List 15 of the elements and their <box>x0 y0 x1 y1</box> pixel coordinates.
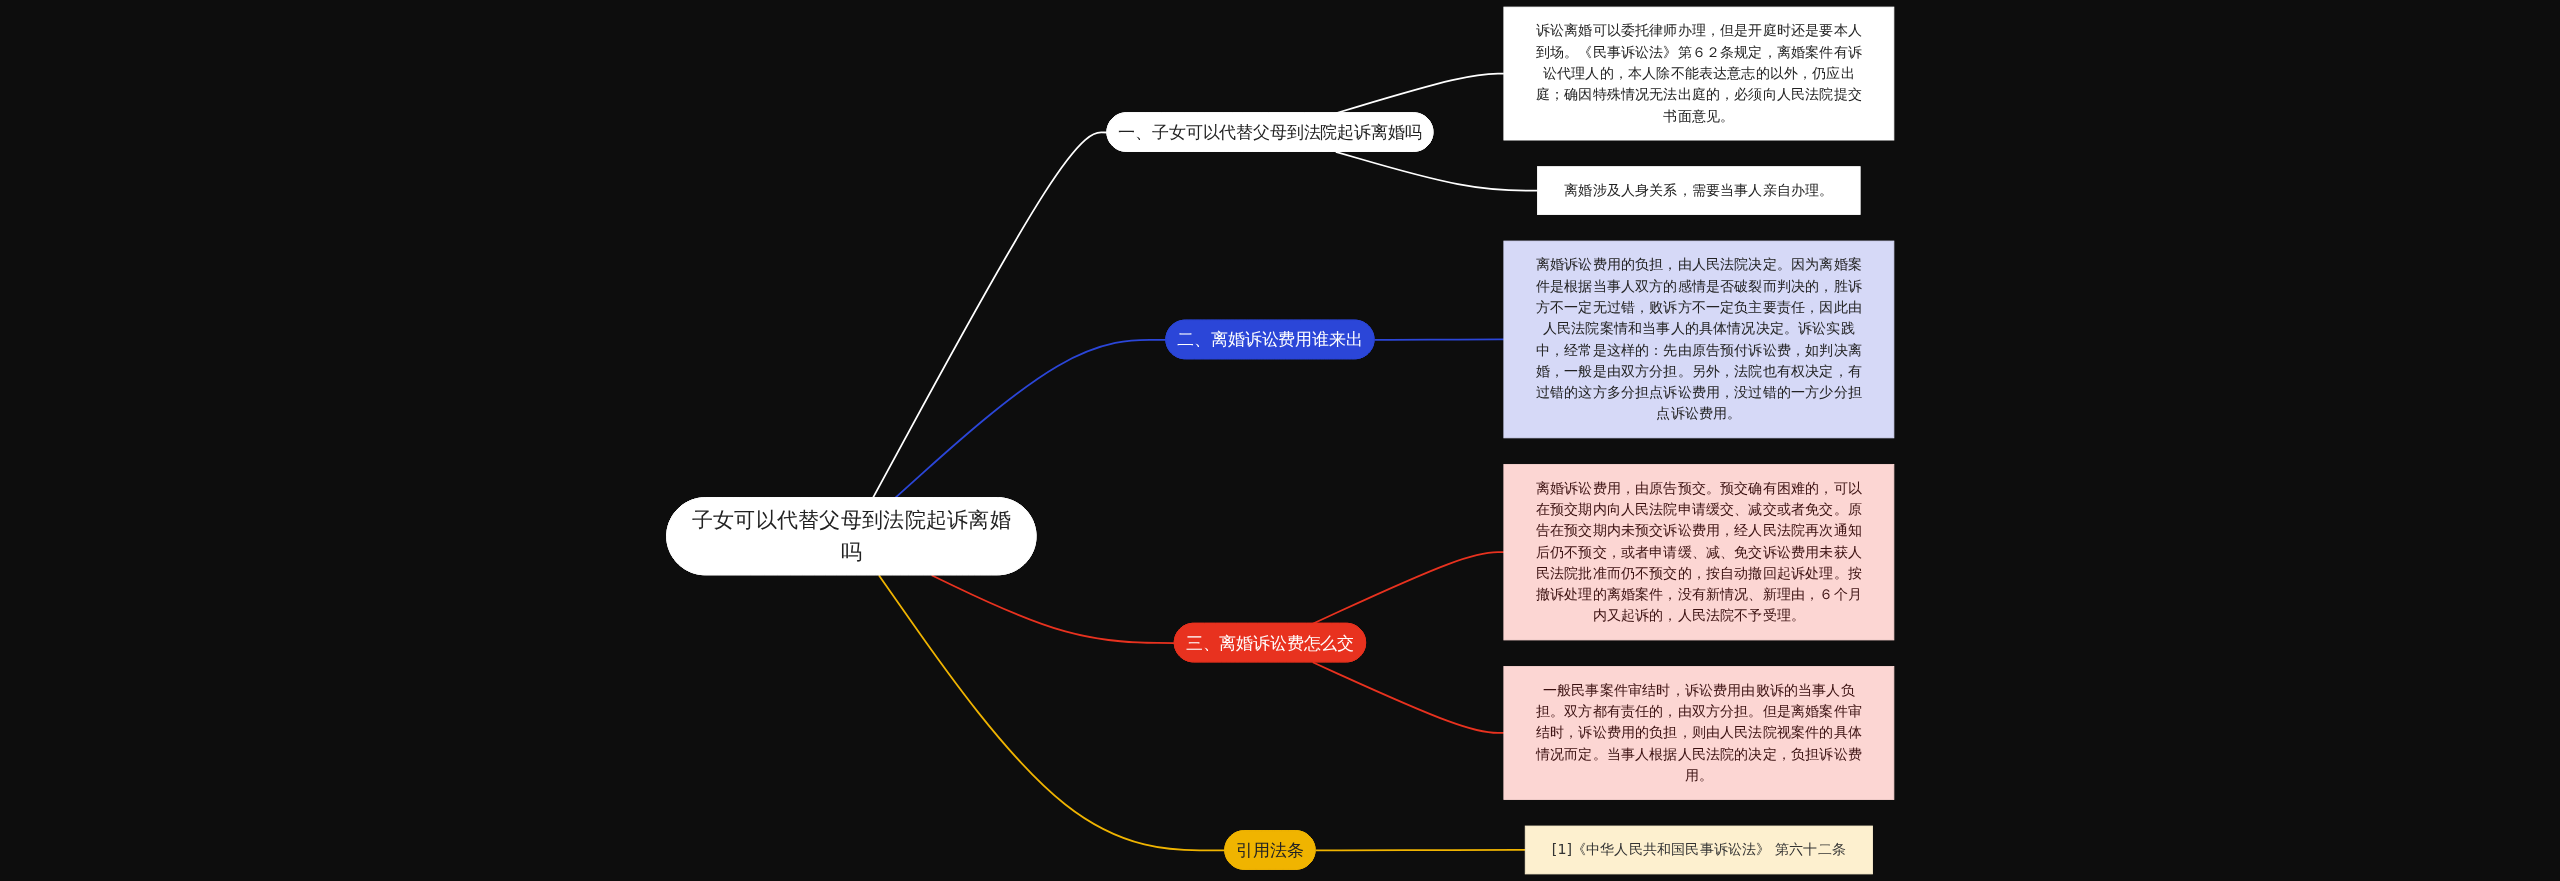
connector <box>871 131 1108 499</box>
node-box: [1]《中华人民共和国民事诉讼法》 第六十二条 <box>1524 825 1873 875</box>
node-box: 离婚涉及人身关系，需要当事人亲自办理。 <box>1536 166 1861 215</box>
node-box: 一般民事案件审结时，诉讼费用由败诉的当事人负担。双方都有责任的，由双方分担。但是离婚案件审结时，诉讼费用的负担，则由人民法院视案件的具体情况而定。当事人根据人民法院的决定，负担诉讼费用。 <box>1503 666 1894 800</box>
node-box: 离婚诉讼费用的负担，由人民法院决定。因为离婚案件是根据当事人双方的感情是否破裂而判决的，胜诉方不一定无过错，败诉方不一定负主要责任，因此由人民法院案情和当事人的具体情况决定。诉讼实践中，经常是这样的：先由原告预付诉讼费，如判决离婚，一般是由双方分担。另外，法院也有权决定，有过错的这方多分担点诉讼费用，没过错的一方少分担点诉讼费用。 <box>1503 240 1894 439</box>
connector <box>1373 338 1505 341</box>
connector <box>1311 551 1505 625</box>
connector <box>1334 150 1539 192</box>
connector <box>1311 661 1505 734</box>
connector <box>1314 849 1526 852</box>
connector <box>893 338 1167 499</box>
node-box: 诉讼离婚可以委托律师办理，但是开庭时还是要本人到场。《民事诉讼法》第６２条规定，离婚案件有诉讼代理人的，本人除不能表达意志的以外，仍应出庭；确因特殊情况无法出庭的，必须向人民法院提交书面意见。 <box>1503 6 1894 141</box>
connector <box>930 574 1176 644</box>
node-box: 离婚诉讼费用，由原告预交。预交确有困难的，可以在预交期内向人民法院申请缓交、减交或者免交。原告在预交期内未预交诉讼费用，经人民法院再次通知后仍不预交，或者申请缓、减、免交诉讼费用未获人民法院批准而仍不预交的，按自动撤回起诉处理。按撤诉处理的离婚案件，没有新情况、新理由，６个月内又起诉的，人民法院不予受理。 <box>1503 464 1894 641</box>
connector <box>877 574 1226 852</box>
